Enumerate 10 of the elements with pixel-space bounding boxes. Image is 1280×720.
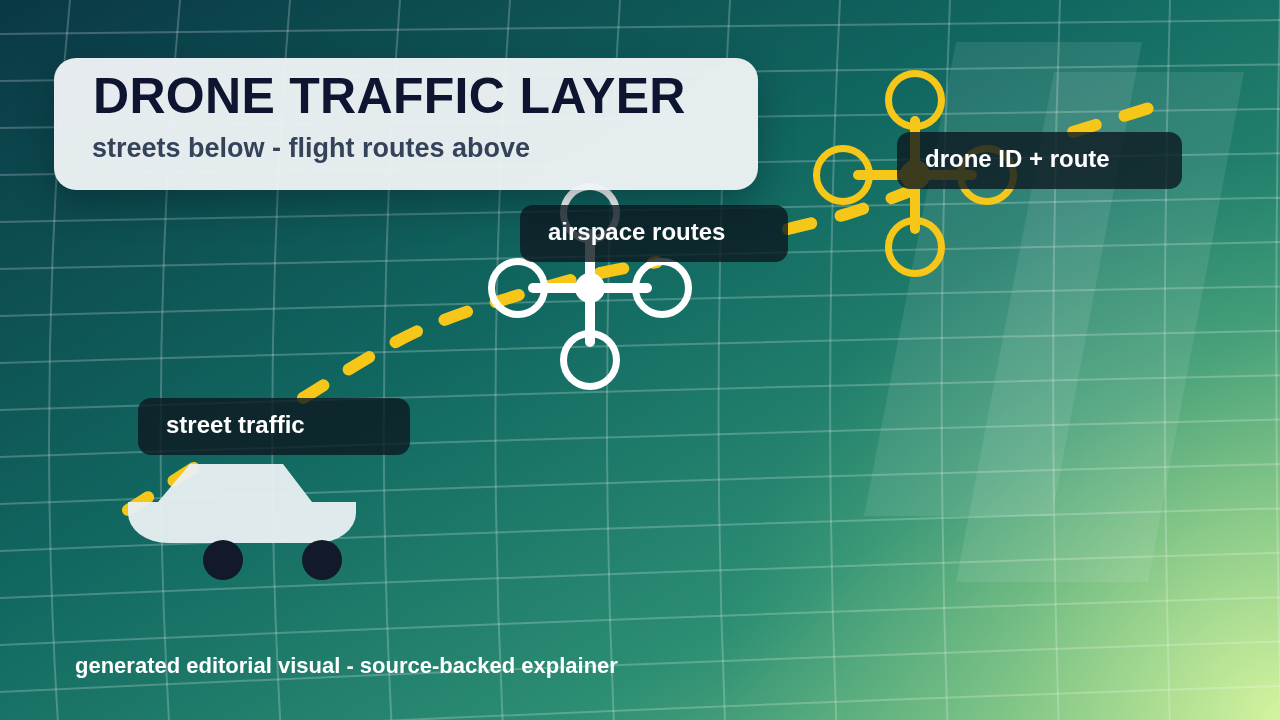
label-tag xyxy=(897,132,1182,189)
title: DRONE TRAFFIC LAYER xyxy=(93,71,686,121)
car-illustration xyxy=(128,463,356,581)
label-tag xyxy=(138,398,410,455)
caption: generated editorial visual - source-backed explainer xyxy=(75,655,618,677)
label-tag xyxy=(520,205,788,262)
label-text: drone ID + route xyxy=(925,147,1110,171)
label-text: airspace routes xyxy=(548,220,726,244)
subtitle: streets below - flight routes above xyxy=(92,135,531,162)
label-text: street traffic xyxy=(166,413,305,437)
